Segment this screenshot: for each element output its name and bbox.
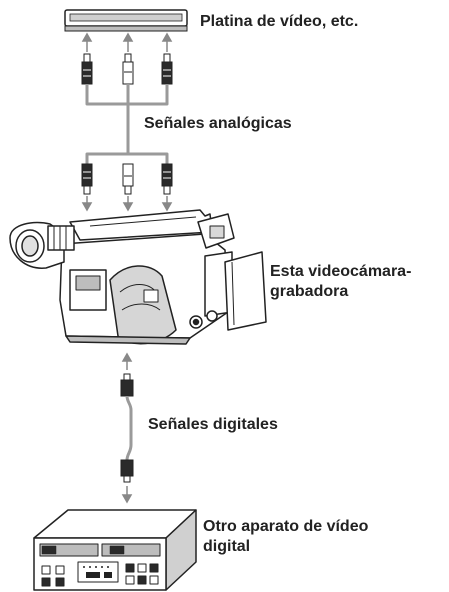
other-device-arrow: [121, 486, 133, 504]
camcorder-label-line2: grabadora: [270, 283, 349, 300]
camera-dv-arrow: [121, 352, 133, 370]
vcr-label: Platina de vídeo, etc.: [200, 13, 359, 30]
vcr-input-arrows: [81, 32, 173, 52]
other-device-label: Otro aparato de vídeo digital: [203, 517, 368, 557]
vcr-device: [64, 9, 188, 32]
analog-signals-label: Señales analógicas: [144, 115, 292, 132]
other-device-label-line2: digital: [203, 538, 251, 555]
rca-plugs-bottom: [81, 163, 173, 195]
rca-plugs-top: [81, 53, 173, 85]
analog-cable: [85, 84, 169, 164]
camera-input-arrows: [81, 196, 173, 212]
digital-signals-label: Señales digitales: [148, 416, 278, 433]
digital-vcr-device: [33, 509, 197, 591]
camcorder: [9, 209, 267, 345]
camcorder-label-line1: Esta videocámara-: [270, 263, 412, 280]
other-device-label-line1: Otro aparato de vídeo: [203, 518, 369, 535]
dv-cable: [120, 373, 134, 483]
camcorder-label: Esta videocámara- grabadora: [270, 262, 411, 302]
